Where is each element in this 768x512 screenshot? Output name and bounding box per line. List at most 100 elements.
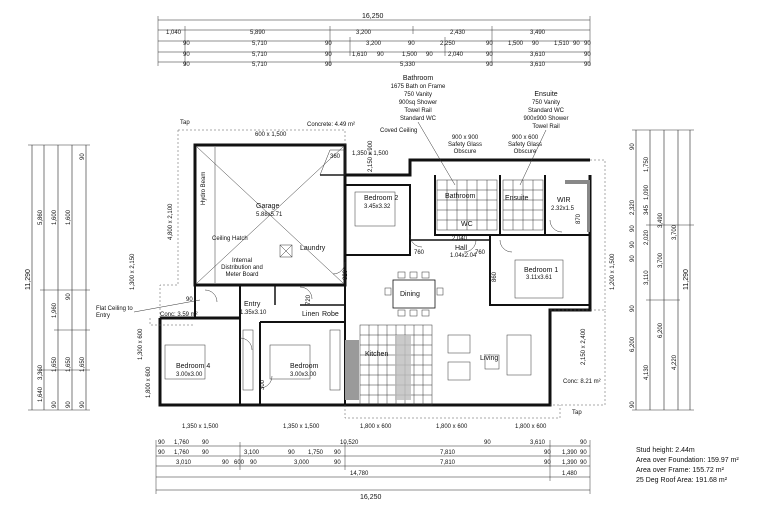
dim-bot-r1-5: 3,610: [530, 440, 546, 446]
flat-ceiling-note: Flat Ceiling to Entry: [96, 306, 133, 319]
dim-left-c2-2: 1,650: [52, 356, 58, 372]
w2040: 2,040: [452, 236, 468, 242]
dim-bot-r1-0: 90: [158, 440, 165, 446]
sg2-line1: Safety Glass: [508, 142, 542, 148]
room-labels: Garage 5.88x5.71 Laundry Bedroom 2 3.45x…: [176, 193, 575, 378]
window-left: 1,800 x 600: [146, 366, 152, 398]
dim-bot-r2-8: 90: [544, 450, 551, 456]
sg1-line2: Obscure: [454, 149, 477, 155]
flat-line0: Flat Ceiling to: [96, 306, 133, 312]
bedroom2-label: Bedroom 2: [364, 195, 398, 202]
bedroom4-size: 3.00x3.00: [176, 372, 203, 378]
w300: 300: [260, 379, 266, 390]
entry-label: Entry: [244, 301, 261, 308]
dim-top-r3-7: 2,040: [448, 52, 464, 58]
dim-right-c2-2: 345: [644, 204, 650, 215]
stud-height: Stud height: 2.44m: [636, 447, 695, 454]
dim-right-c1-1: 2,320: [630, 199, 636, 215]
doors: [204, 219, 563, 389]
dim-top-r4-0: 90: [183, 62, 190, 68]
dim-top-r3-6: 90: [426, 52, 433, 58]
dim-right-c1-7: 90: [630, 401, 636, 408]
roof-area: 25 Deg Roof Area: 191.68 m²: [636, 477, 728, 484]
dim-right-c1-0: 90: [630, 143, 636, 150]
wir-label: WIR: [557, 197, 571, 204]
dim-left-c3-1: 90: [66, 293, 72, 300]
dim-right-c2-0: 1,750: [644, 156, 650, 172]
linen-label: Linen: [302, 311, 319, 318]
garage-size: 5.88x5.71: [256, 212, 283, 218]
dim-top-r4-4: 90: [486, 62, 493, 68]
dim-top-r3-10: 90: [584, 52, 591, 58]
area-foundation: Area over Foundation: 159.97 m²: [636, 457, 739, 464]
robe-bedroom3: [329, 329, 341, 391]
dim-right-c1-6: 6,200: [630, 336, 636, 352]
w870: 870: [576, 213, 582, 224]
dim-top-r2-6: 90: [486, 41, 493, 47]
beds: [164, 191, 564, 391]
window-top-v: 2,150 x 900: [368, 140, 374, 172]
dim-top-r3-0: 90: [183, 52, 190, 58]
w760: 760: [414, 250, 425, 256]
bedroom1-size: 3.11x3.61: [526, 275, 553, 281]
ensuite-note-0: Ensuite: [534, 91, 557, 98]
dim-left-c2-1: 1,960: [52, 302, 58, 318]
dim-left-c2-0: 1,600: [52, 209, 58, 225]
dim-top-r4-2: 90: [325, 62, 332, 68]
ensuite-note: Ensuite 750 Vanity Standard WC 900x900 S…: [523, 91, 568, 130]
dim-left-c4-2: 90: [80, 401, 86, 408]
area-stats: Stud height: 2.44m Area over Foundation:…: [636, 446, 766, 486]
dim-top-r4-6: 90: [584, 62, 591, 68]
dim-bot-r1-2: 90: [202, 440, 209, 446]
living-furniture: [447, 334, 532, 381]
dist-line0: Internal: [232, 258, 252, 264]
dim-bot-r1-3: 10,520: [340, 440, 359, 446]
dim-bot-r3-7: 90: [544, 460, 551, 466]
dim-right-c4-1: 4,220: [672, 354, 678, 370]
dim-right-c1-5: 90: [630, 305, 636, 312]
dim-bot-r3-5: 90: [334, 460, 341, 466]
bedroom4-label: Bedroom 4: [176, 363, 210, 370]
garage-label: Garage: [256, 203, 279, 210]
wc-label: WC: [461, 221, 473, 228]
dim-left-c3-0: 1,600: [66, 209, 72, 225]
window-k: 1,800 x 600: [360, 424, 392, 430]
left-dimensions: 11,290 5,860 3,360 1,640 1,600 1,960 1,6…: [25, 144, 90, 411]
dim-bot-r3-3: 90: [250, 460, 257, 466]
dim-right-c2-1: 1,090: [644, 184, 650, 200]
kitchen-island: [395, 335, 411, 400]
dim-top-r1-0: 1,040: [166, 30, 182, 36]
safety-glass-2: 900 x 600 Safety Glass Obscure: [508, 135, 542, 155]
robe-label: Robe: [322, 311, 339, 318]
dim-top-r3-2: 90: [325, 52, 332, 58]
dim-top-r2-5: 2,250: [440, 41, 456, 47]
sg2-line0: 900 x 600: [512, 135, 539, 141]
hydro-beam-note: Hydro Beam: [201, 172, 207, 205]
dim-bot-r2-3: 3,100: [244, 450, 260, 456]
dim-bot-r3-4: 3,000: [294, 460, 310, 466]
w720: 720: [306, 294, 312, 305]
flat-line1: Entry: [96, 313, 110, 319]
w760b: 760: [475, 250, 486, 256]
bathroom-label: Bathroom: [445, 193, 476, 200]
dim-top-overall: 16,250: [362, 13, 384, 20]
window-b3: 1,350 x 1,500: [283, 424, 320, 430]
ensuite-note-4: Towel Rail: [532, 124, 559, 130]
dim-left-c3-3: 90: [66, 401, 72, 408]
tap-bottom-note: Tap: [572, 410, 582, 416]
wir-size: 2.32x1.5: [551, 206, 575, 212]
dim-bot-r4-0: 14,780: [350, 471, 369, 477]
right-dimensions: 11,290 90 2,320 90 90 90 90 6,200 90 1,7…: [630, 129, 694, 411]
dim-left-c1-0: 5,860: [38, 209, 44, 225]
dining-label: Dining: [400, 291, 420, 298]
dim-bot-r2-5: 1,750: [308, 450, 324, 456]
bedroom2-size: 3.45x3.32: [364, 204, 391, 210]
entry-size: 1.35x3.10: [240, 310, 267, 316]
dim-right-c2-3: 2,020: [644, 229, 650, 245]
dim-right-c2-5: 4,130: [644, 364, 650, 380]
dim-top-r4-1: 5,710: [252, 62, 268, 68]
robe-bedroom4: [242, 329, 254, 391]
kitchen-bench: [345, 340, 359, 400]
living-label: Living: [480, 355, 498, 362]
